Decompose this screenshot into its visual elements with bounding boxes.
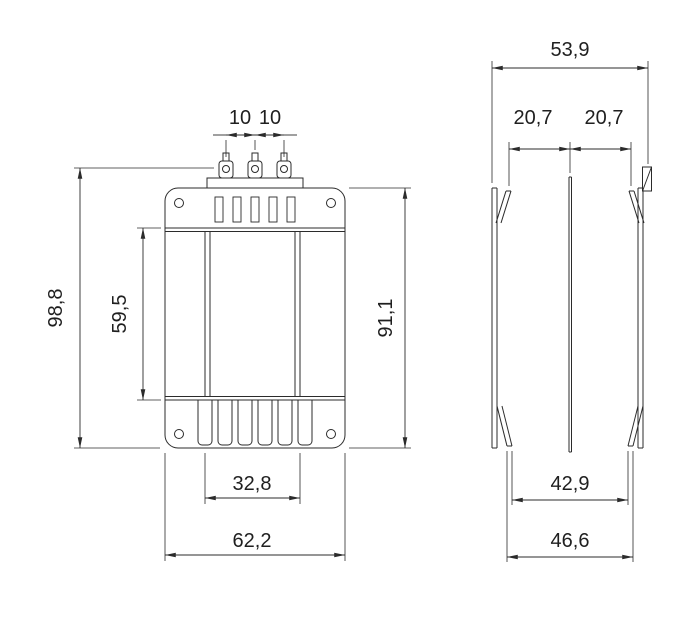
- dimension-half-depths: 20,7 20,7: [508, 107, 632, 186]
- dim-overall-width-label: 62,2: [233, 530, 272, 552]
- terminal-pin-hole: [251, 165, 259, 173]
- terminal-post: [218, 160, 234, 179]
- terminal-pin-hole: [280, 165, 288, 173]
- dim-overall-height-label: 98,8: [45, 289, 67, 328]
- bottom-tabs: [197, 400, 313, 446]
- terminal-post: [276, 160, 292, 179]
- dimension-overall-width: 62,2: [164, 453, 346, 561]
- terminal-slots: [214, 196, 296, 223]
- dimension-window-width: 32,8: [204, 453, 301, 504]
- dim-pin-pitch-right-label: 10: [259, 107, 281, 129]
- terminal-pin-hole: [222, 165, 230, 173]
- terminal-post: [247, 160, 263, 179]
- dim-overall-depth-label: 53,9: [551, 39, 590, 61]
- side-view-dimensions: 53,9 20,7 20,7 42,9 46,6: [491, 39, 649, 562]
- dim-half-depth-right-label: 20,7: [585, 107, 624, 129]
- dim-pin-pitch-left-label: 10: [229, 107, 251, 129]
- dimension-tab-inner-span: 42,9: [511, 451, 629, 505]
- terminal-pin: [251, 152, 259, 162]
- winding-window-edges: [204, 231, 301, 397]
- dimension-body-height: 91,1: [349, 187, 411, 449]
- mounting-hole: [326, 429, 336, 439]
- front-view-dimensions: 10 10 98,8 59,5 91,1 32,8: [45, 107, 411, 561]
- dimension-window-height: 59,5: [109, 227, 161, 401]
- dim-tab-inner-span-label: 42,9: [551, 473, 590, 495]
- center-divider: [568, 176, 572, 453]
- dimension-overall-depth: 53,9: [491, 39, 649, 183]
- bobbin-body-outline: [164, 187, 346, 449]
- angled-tabs: [495, 190, 645, 447]
- mounting-hole: [174, 198, 184, 208]
- dimension-overall-height: 98,8: [45, 167, 214, 449]
- dim-window-height-label: 59,5: [109, 295, 131, 334]
- terminal-block: [206, 152, 304, 188]
- side-view: [491, 166, 652, 453]
- flange-lines: [165, 227, 345, 401]
- dim-body-height-label: 91,1: [375, 299, 397, 338]
- dim-window-width-label: 32,8: [233, 473, 272, 495]
- left-plate: [491, 187, 498, 449]
- dim-tab-outer-span-label: 46,6: [551, 530, 590, 552]
- mounting-hole: [174, 429, 184, 439]
- dimension-tab-outer-span: 46,6: [506, 451, 634, 562]
- mounting-hole: [326, 198, 336, 208]
- dim-half-depth-left-label: 20,7: [514, 107, 553, 129]
- dimension-pin-pitch: 10 10: [213, 107, 297, 157]
- mounting-holes: [174, 198, 336, 439]
- terminal-bracket: [642, 166, 652, 192]
- front-view: [164, 152, 346, 449]
